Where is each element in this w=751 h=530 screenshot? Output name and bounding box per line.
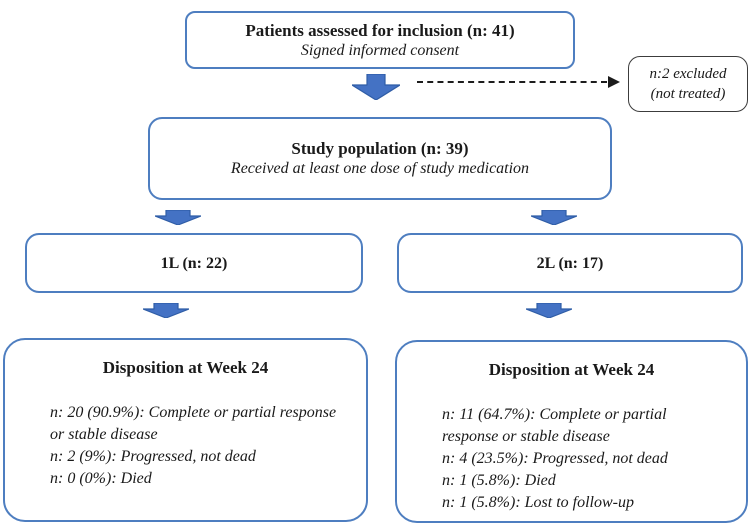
box-arm-2l: 2L (n: 17) xyxy=(397,233,743,293)
excluded-line1: n:2 excluded xyxy=(649,66,727,82)
disposition-line: n: 20 (90.9%): Complete or partial respo… xyxy=(50,404,337,443)
disposition-1l-lines: n: 20 (90.9%): Complete or partial respo… xyxy=(50,402,340,490)
disposition-line: n: 1 (5.8%): Died xyxy=(442,472,556,489)
study-population-subtitle: Received at least one dose of study medi… xyxy=(230,160,530,177)
box-arm-1l: 1L (n: 22) xyxy=(25,233,363,293)
patients-assessed-subtitle: Signed informed consent xyxy=(300,41,460,59)
disposition-2l-title: Disposition at Week 24 xyxy=(488,360,655,379)
box-disposition-1l: Disposition at Week 24 n: 20 (90.9%): Co… xyxy=(3,338,368,522)
disposition-line: n: 4 (23.5%): Progressed, not dead xyxy=(442,450,668,467)
dashed-arrow-excluded xyxy=(417,76,620,90)
disposition-1l-title: Disposition at Week 24 xyxy=(102,358,269,377)
dashed-line xyxy=(417,81,607,83)
disposition-line: n: 0 (0%): Died xyxy=(50,470,152,487)
block-arrow-down-1l xyxy=(155,210,201,225)
block-arrow-down-main xyxy=(352,74,400,100)
block-arrow-down-disposition-2l xyxy=(526,303,572,318)
disposition-line: n: 2 (9%): Progressed, not dead xyxy=(50,448,256,465)
box-study-population: Study population (n: 39) Received at lea… xyxy=(148,117,612,200)
arrowhead-right-icon xyxy=(608,76,620,88)
box-patients-assessed: Patients assessed for inclusion (n: 41) … xyxy=(185,11,575,69)
box-excluded: n:2 excluded (not treated) xyxy=(628,56,748,112)
block-arrow-down-2l xyxy=(531,210,577,225)
disposition-line: n: 1 (5.8%): Lost to follow-up xyxy=(442,494,634,511)
disposition-2l-lines: n: 11 (64.7%): Complete or partial respo… xyxy=(442,404,720,514)
patients-assessed-title: Patients assessed for inclusion (n: 41) xyxy=(245,20,515,40)
block-arrow-down-disposition-1l xyxy=(143,303,189,318)
box-disposition-2l: Disposition at Week 24 n: 11 (64.7%): Co… xyxy=(395,340,748,523)
excluded-line2: (not treated) xyxy=(650,86,726,102)
study-population-title: Study population (n: 39) xyxy=(291,139,469,158)
arm-1l-title: 1L (n: 22) xyxy=(160,254,228,272)
arm-2l-title: 2L (n: 17) xyxy=(536,254,604,272)
disposition-line: n: 11 (64.7%): Complete or partial respo… xyxy=(442,406,667,445)
